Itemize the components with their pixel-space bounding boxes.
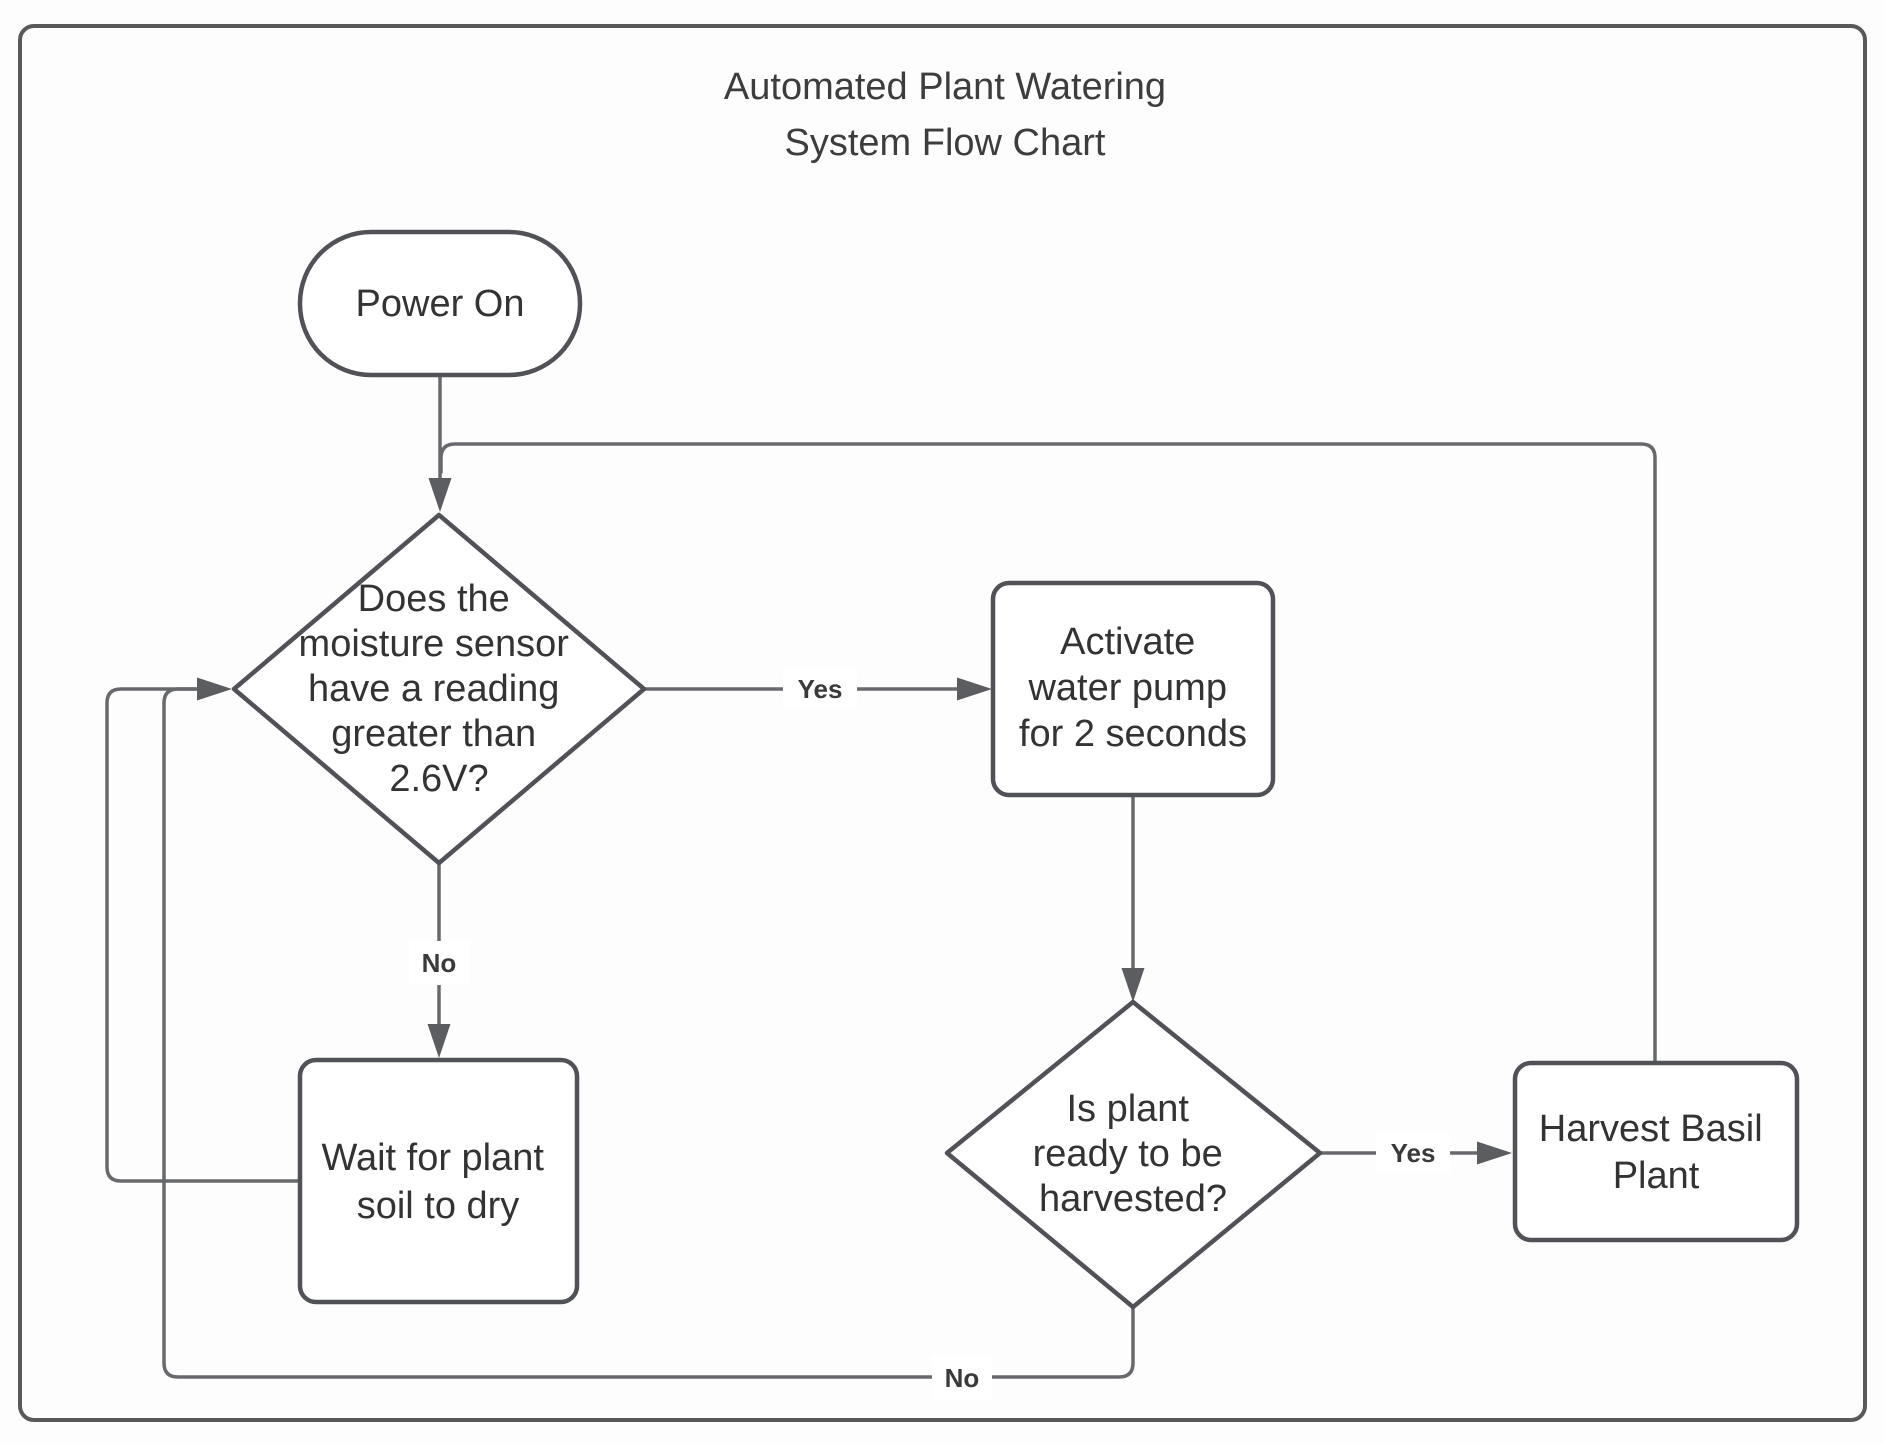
edge-label-no-1: No bbox=[409, 941, 469, 985]
node-power-on: Power On bbox=[297, 229, 583, 378]
edge-label-no-1-text: No bbox=[422, 948, 457, 978]
edge-label-mask bbox=[1376, 1133, 1450, 1173]
arrowhead-into-moisture-decision-top bbox=[428, 478, 452, 512]
arrowhead-into-harvest-decision-top bbox=[1121, 968, 1145, 1002]
arrowhead-into-harvest-plant bbox=[1477, 1141, 1512, 1165]
moisture-decision-line2: moisture sensor bbox=[299, 623, 570, 665]
moisture-decision-line1: Does the bbox=[358, 578, 510, 620]
diagram-title-line2: System Flow Chart bbox=[785, 122, 1106, 164]
edge-wait-loopback bbox=[105, 687, 302, 1183]
edge-label-no-2: No bbox=[932, 1356, 992, 1400]
wait-soil-shape bbox=[297, 1057, 580, 1305]
moisture-decision-line4: greater than bbox=[331, 713, 536, 755]
edge-harvest-loopback bbox=[439, 442, 1657, 1065]
wait-soil-line1: Wait for plant bbox=[321, 1137, 544, 1179]
edge-label-yes-1: Yes bbox=[783, 669, 857, 709]
harvest-plant-line2: Plant bbox=[1613, 1155, 1700, 1197]
wait-soil-line2: soil to dry bbox=[357, 1185, 520, 1227]
activate-pump-line3: for 2 seconds bbox=[1019, 713, 1247, 755]
harvest-decision-label: Is plant ready to be harvested? bbox=[1033, 1088, 1234, 1220]
edge-label-no-2-text: No bbox=[945, 1363, 980, 1393]
moisture-decision-shape bbox=[231, 512, 647, 866]
harvest-plant-label: Harvest Basil Plant bbox=[1539, 1108, 1773, 1197]
harvest-decision-line3: harvested? bbox=[1039, 1178, 1227, 1220]
power-on-shape bbox=[297, 229, 583, 378]
activate-pump-shape bbox=[990, 580, 1276, 798]
edge-harvest-no-loopback bbox=[162, 687, 1135, 1379]
node-wait-soil: Wait for plant soil to dry bbox=[297, 1057, 580, 1305]
power-on-label: Power On bbox=[356, 283, 525, 325]
harvest-plant-line1: Harvest Basil bbox=[1539, 1108, 1763, 1150]
activate-pump-line2: water pump bbox=[1027, 667, 1227, 709]
harvest-decision-line2: ready to be bbox=[1033, 1133, 1223, 1175]
arrowhead-into-moisture-decision-left bbox=[197, 677, 232, 701]
edge-label-yes-2-text: Yes bbox=[1391, 1138, 1436, 1168]
moisture-decision-line3: have a reading bbox=[308, 668, 559, 710]
node-harvest-plant: Harvest Basil Plant bbox=[1512, 1060, 1800, 1243]
node-activate-pump: Activate water pump for 2 seconds bbox=[990, 580, 1276, 798]
node-harvest-decision: Is plant ready to be harvested? bbox=[944, 999, 1323, 1310]
diagram-title: Automated Plant Watering System Flow Cha… bbox=[724, 66, 1166, 164]
edge-label-yes-2: Yes bbox=[1376, 1133, 1450, 1173]
edge-label-mask bbox=[409, 941, 469, 985]
harvest-decision-shape bbox=[944, 999, 1323, 1310]
edge-label-yes-1-text: Yes bbox=[798, 674, 843, 704]
activate-pump-label: Activate water pump for 2 seconds bbox=[1019, 621, 1247, 755]
harvest-decision-line1: Is plant bbox=[1066, 1088, 1189, 1130]
edge-label-mask bbox=[932, 1356, 992, 1400]
moisture-decision-label: Does the moisture sensor have a reading … bbox=[299, 578, 580, 800]
harvest-plant-shape bbox=[1512, 1060, 1800, 1243]
diagram-border bbox=[18, 24, 1867, 1422]
edge-label-mask bbox=[783, 669, 857, 709]
moisture-decision-line5: 2.6V? bbox=[389, 758, 488, 800]
node-moisture-decision: Does the moisture sensor have a reading … bbox=[231, 512, 647, 866]
arrowhead-into-activate-pump bbox=[957, 677, 992, 701]
activate-pump-line1: Activate bbox=[1060, 621, 1195, 663]
wait-soil-label: Wait for plant soil to dry bbox=[321, 1137, 554, 1227]
diagram-title-line1: Automated Plant Watering bbox=[724, 66, 1166, 108]
arrowhead-into-wait-box bbox=[427, 1024, 451, 1058]
